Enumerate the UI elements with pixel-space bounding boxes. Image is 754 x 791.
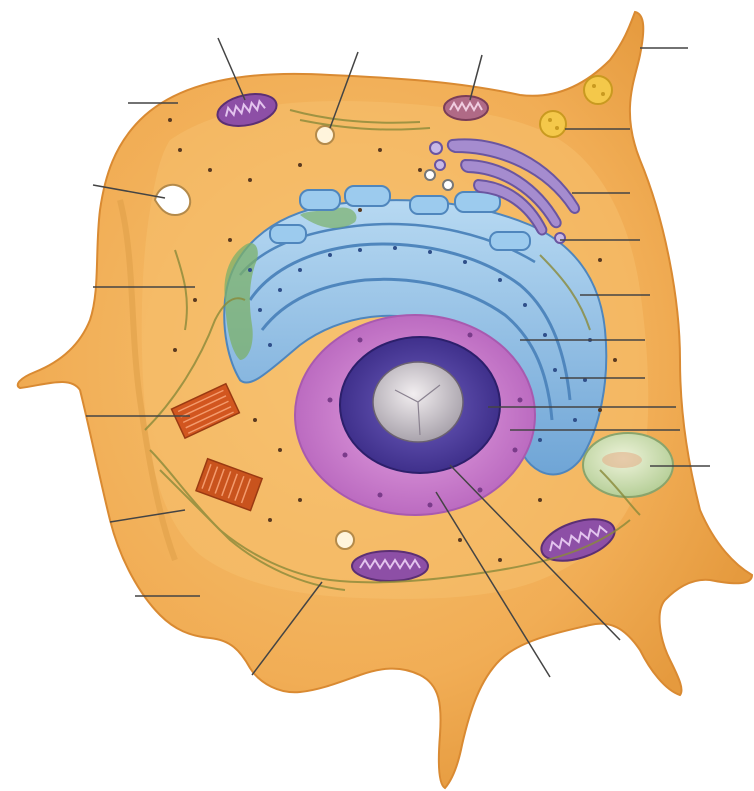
lysosome-bottom bbox=[336, 531, 354, 549]
lysosome-top bbox=[316, 126, 334, 144]
mitochondrion-bottom bbox=[352, 551, 428, 581]
mitochondrion-top bbox=[444, 96, 488, 120]
nucleus bbox=[295, 315, 535, 515]
